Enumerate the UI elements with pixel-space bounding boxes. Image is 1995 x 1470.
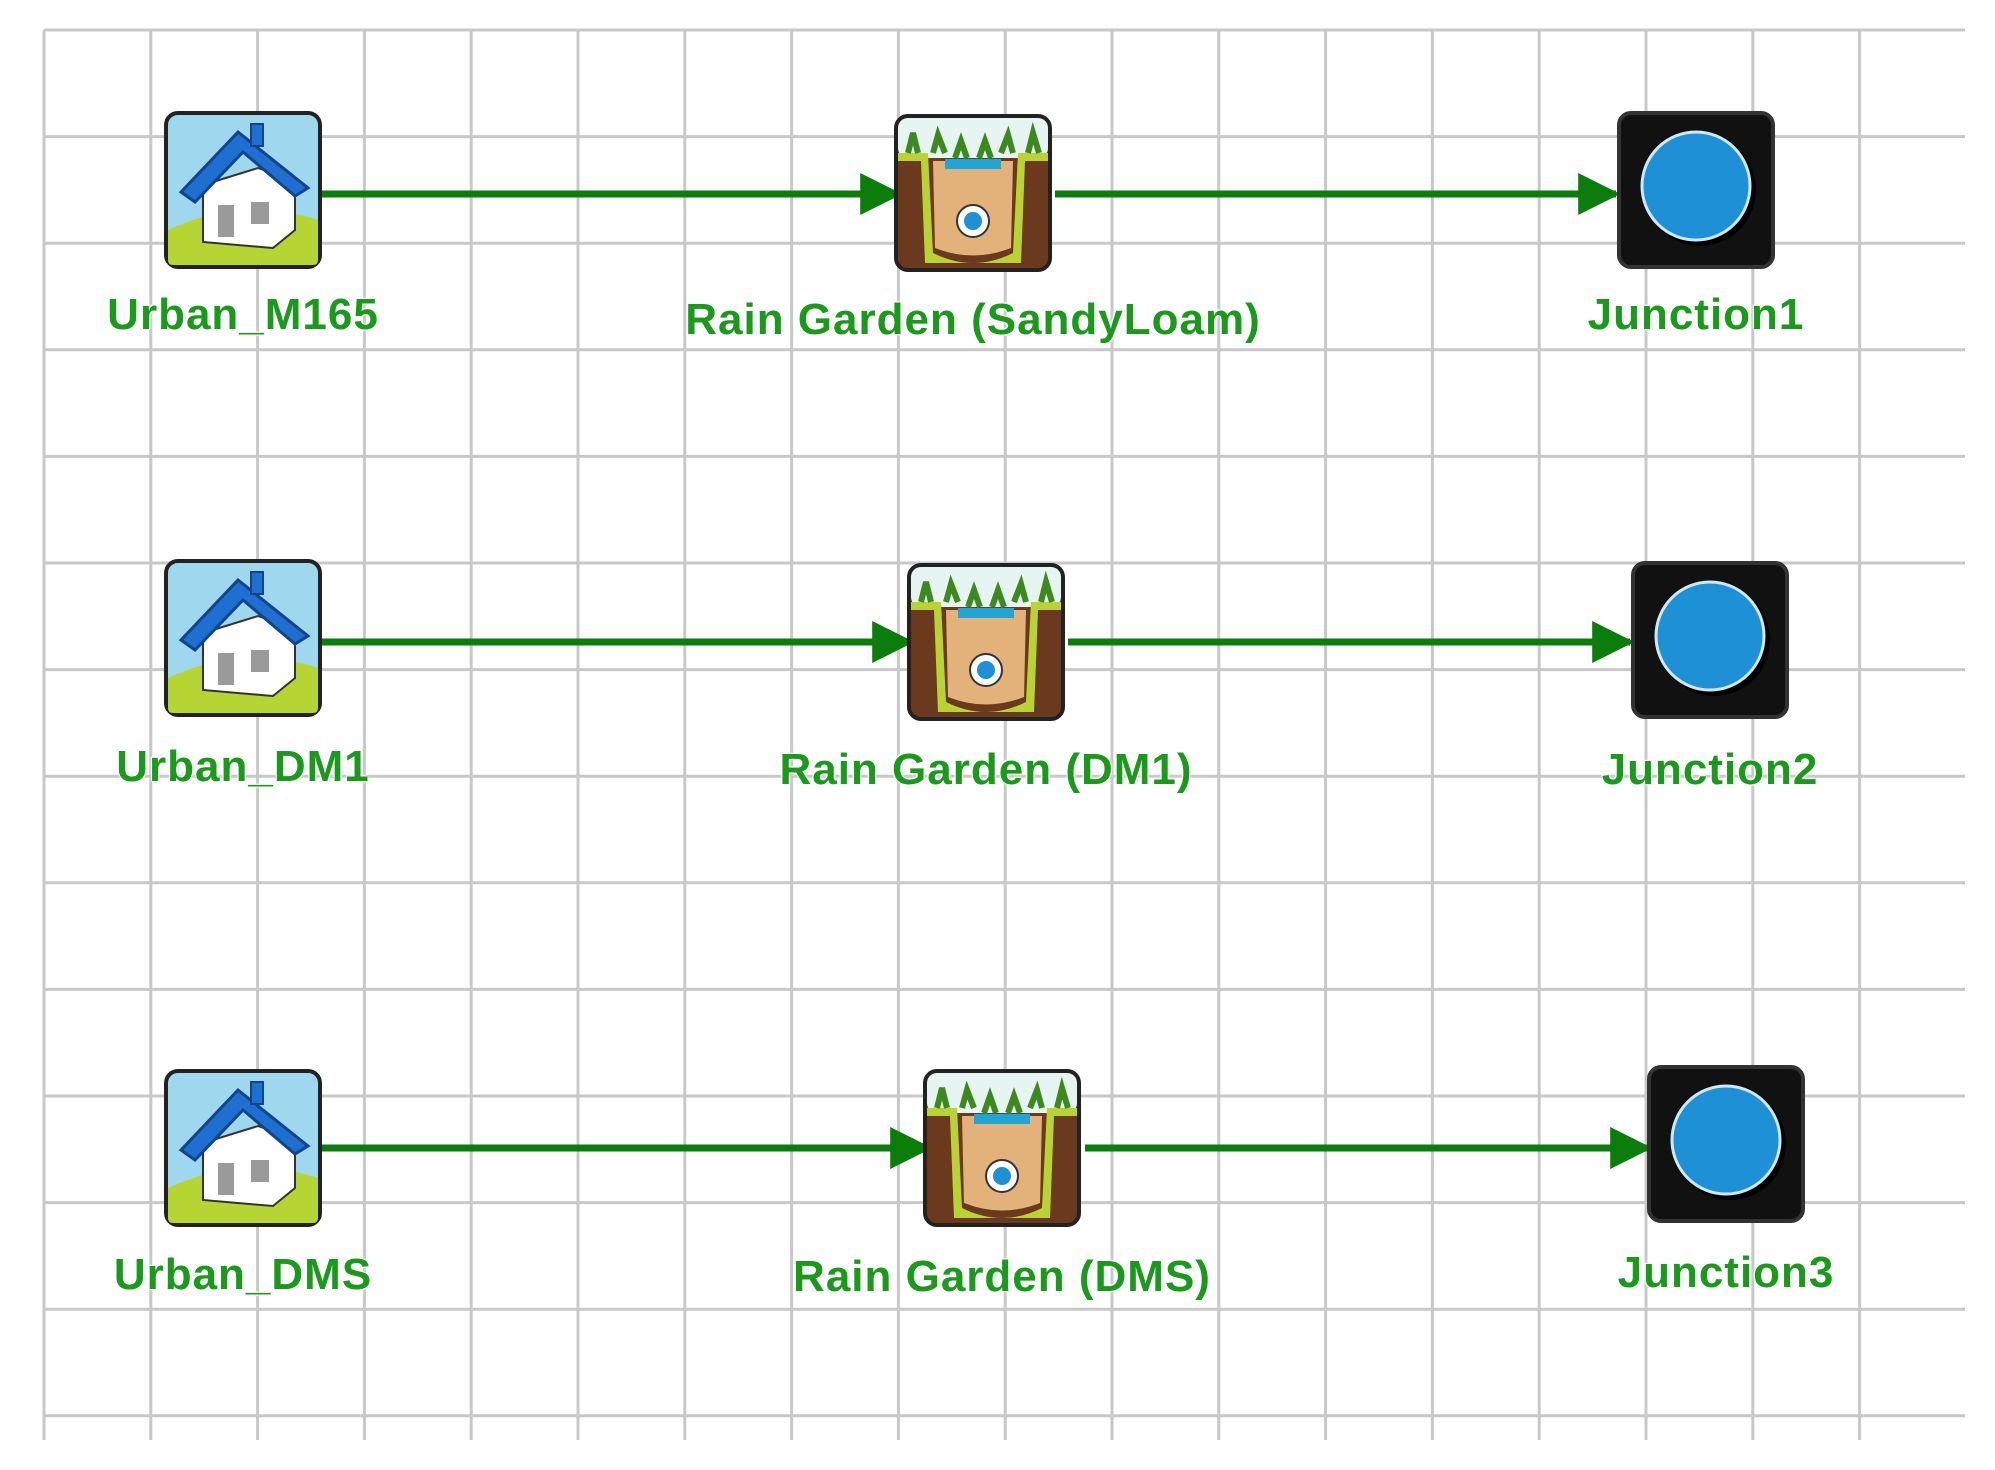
rain-garden-dms[interactable] — [922, 1068, 1082, 1228]
subcatchment-label: Urban_M165 — [107, 290, 379, 339]
house-icon — [164, 1069, 322, 1227]
rain-garden-label: Rain Garden (DM1) — [779, 745, 1193, 794]
rain-garden-icon — [894, 114, 1052, 272]
junction-icon — [1647, 1065, 1805, 1223]
rain-garden-dm1[interactable] — [906, 562, 1066, 722]
subcatchment-urban-m165[interactable] — [163, 110, 323, 270]
house-icon — [164, 111, 322, 269]
junction-icon — [1631, 561, 1789, 719]
subcatchment-label: Urban_DM1 — [116, 742, 370, 791]
subcatchment-urban-dms[interactable] — [163, 1068, 323, 1228]
junction3[interactable] — [1646, 1064, 1806, 1224]
house-icon — [164, 559, 322, 717]
rain-garden-icon — [923, 1069, 1081, 1227]
rain-garden-label: Rain Garden (DMS) — [793, 1252, 1211, 1301]
subcatchment-urban-dm1[interactable] — [163, 558, 323, 718]
junction-label: Junction2 — [1601, 745, 1819, 794]
junction1[interactable] — [1616, 110, 1776, 270]
rain-garden-label: Rain Garden (SandyLoam) — [685, 295, 1261, 344]
rain-garden-icon — [907, 563, 1065, 721]
junction-icon — [1617, 111, 1775, 269]
junction-label: Junction1 — [1587, 290, 1805, 339]
subcatchment-label: Urban_DMS — [113, 1250, 373, 1299]
junction2[interactable] — [1630, 560, 1790, 720]
rain-garden-sandyloam[interactable] — [893, 113, 1053, 273]
junction-label: Junction3 — [1617, 1248, 1835, 1297]
